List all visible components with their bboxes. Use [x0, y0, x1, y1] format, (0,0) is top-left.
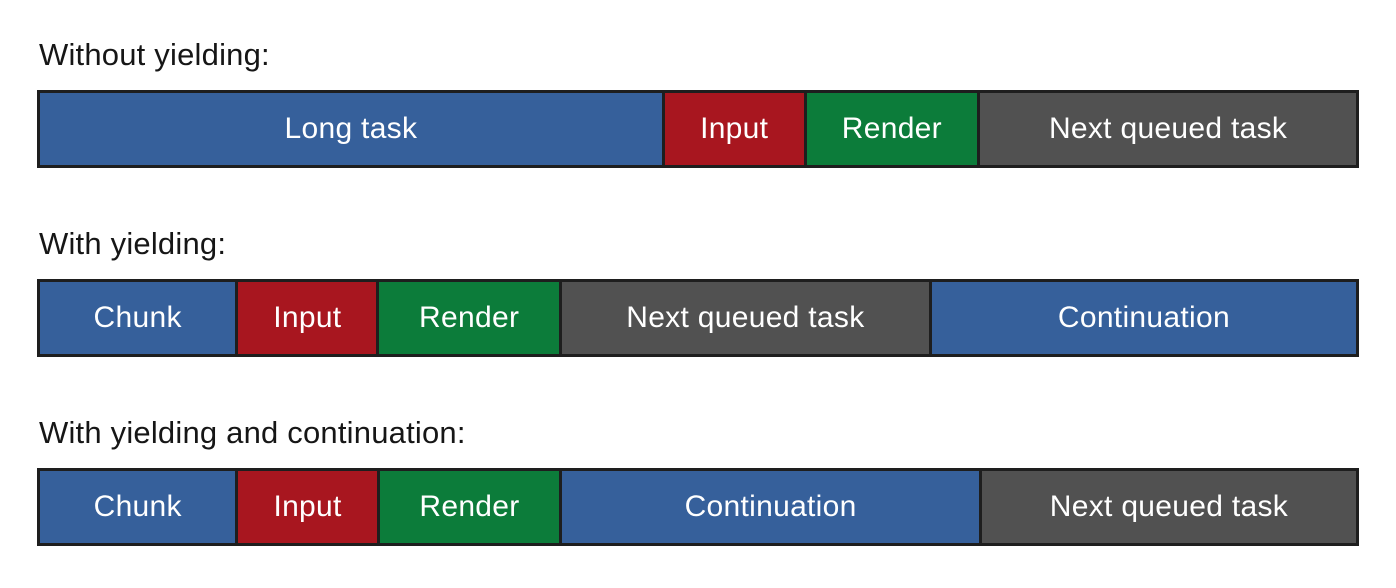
- segment-continuation: Continuation: [559, 471, 979, 543]
- timeline-row-without-yielding: Without yielding: Long task Input Render…: [37, 36, 1359, 168]
- segment-input: Input: [235, 282, 377, 354]
- segment-label: Input: [700, 112, 769, 145]
- segment-render: Render: [376, 282, 559, 354]
- segment-label: Chunk: [93, 490, 182, 523]
- timeline-bar-3: Chunk Input Render Continuation Next que…: [37, 468, 1359, 546]
- timeline-row-with-yielding: With yielding: Chunk Input Render Next q…: [37, 225, 1359, 357]
- segment-label: Next queued task: [1048, 112, 1288, 145]
- segment-label: Long task: [284, 112, 418, 145]
- row-heading: Without yielding:: [39, 37, 270, 72]
- segment-label: Render: [419, 490, 520, 523]
- segment-label: Render: [841, 112, 942, 145]
- segment-label: Continuation: [1057, 301, 1230, 334]
- segment-next-queued-task: Next queued task: [977, 93, 1356, 165]
- segment-next-queued-task: Next queued task: [558, 282, 929, 354]
- segment-next-queued-task: Next queued task: [978, 471, 1356, 543]
- segment-label: Render: [419, 301, 520, 334]
- segment-long-task: Long task: [40, 93, 662, 165]
- segment-input: Input: [235, 471, 377, 543]
- segment-render: Render: [803, 93, 978, 165]
- segment-chunk: Chunk: [40, 471, 236, 543]
- timeline-bar-1: Long task Input Render Next queued task: [37, 90, 1359, 168]
- timeline-bar-2: Chunk Input Render Next queued task Cont…: [37, 279, 1359, 357]
- segment-chunk: Chunk: [40, 282, 236, 354]
- segment-input: Input: [661, 93, 804, 165]
- row-heading: With yielding:: [39, 226, 227, 261]
- row-heading: With yielding and continuation:: [39, 415, 466, 450]
- segment-label: Input: [273, 301, 342, 334]
- segment-label: Chunk: [93, 301, 182, 334]
- timeline-row-with-yielding-and-continuation: With yielding and continuation: Chunk In…: [37, 414, 1359, 546]
- segment-continuation: Continuation: [928, 282, 1356, 354]
- segment-label: Next queued task: [626, 301, 865, 334]
- segment-label: Continuation: [684, 490, 857, 523]
- segment-label: Next queued task: [1049, 490, 1289, 523]
- segment-render: Render: [376, 471, 560, 543]
- segment-label: Input: [273, 490, 342, 523]
